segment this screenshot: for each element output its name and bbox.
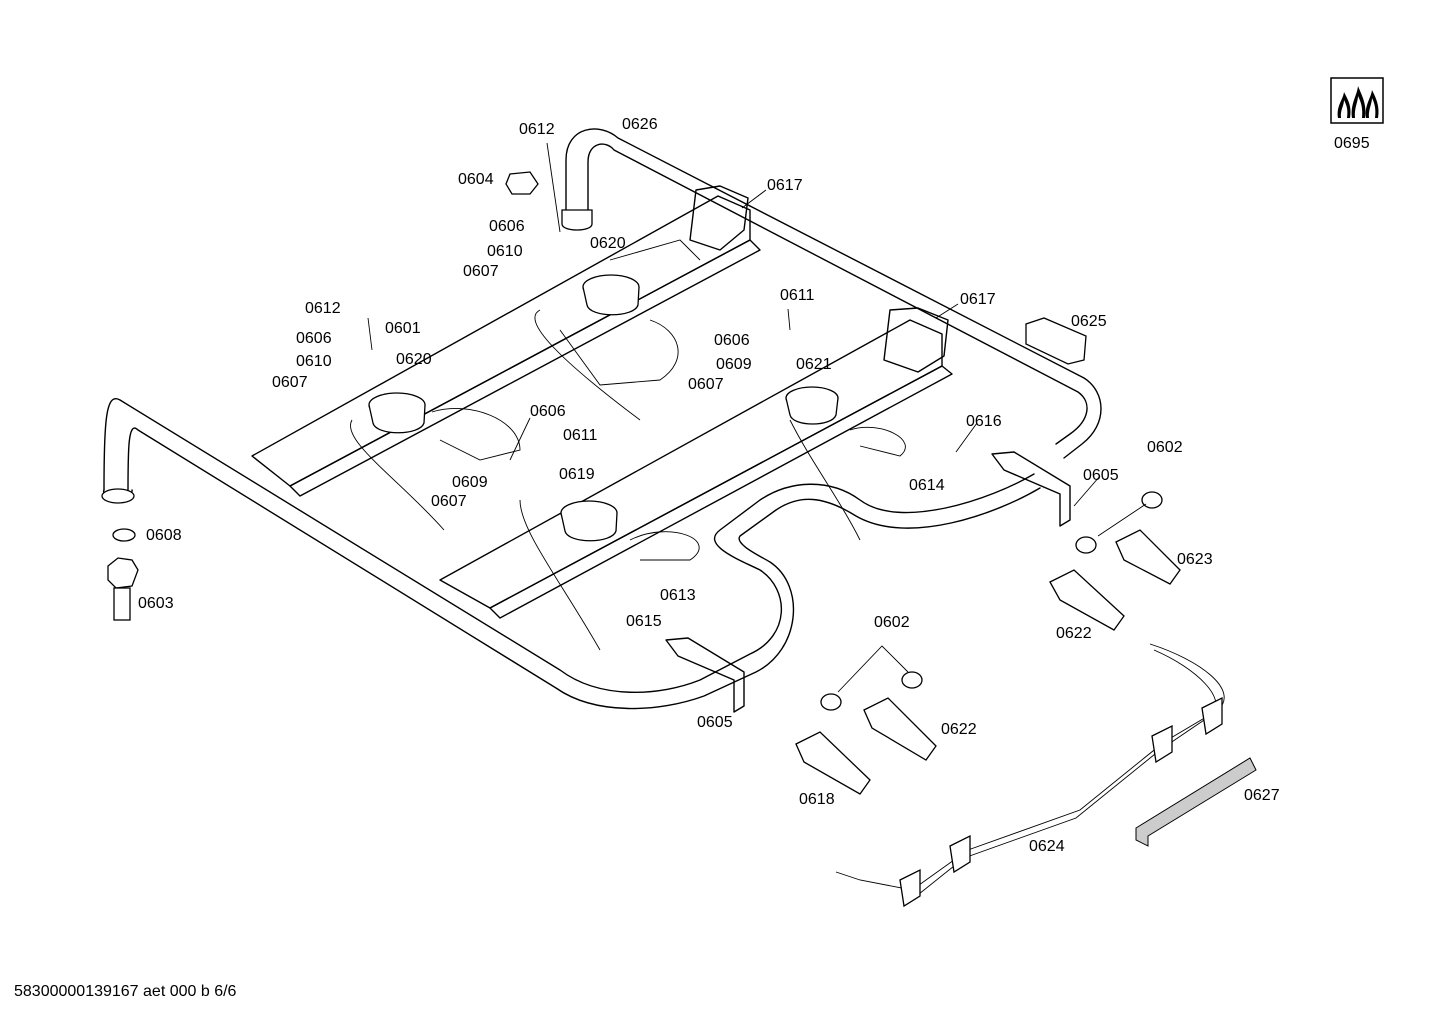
part-label-0611: 0611: [563, 427, 598, 444]
part-label-0605: 0605: [1083, 467, 1119, 484]
gas-manifold-pipe: [101, 128, 1102, 710]
part-label-0622: 0622: [1056, 625, 1092, 642]
part-label-0617: 0617: [960, 291, 996, 308]
part-label-0610: 0610: [296, 353, 332, 370]
inlet-parts: [107, 171, 539, 621]
part-label-0607: 0607: [272, 374, 308, 391]
part-label-0620: 0620: [396, 351, 432, 368]
part-label-0606: 0606: [296, 330, 332, 347]
document-footer-id: 58300000139167 aet 000 b 6/6: [14, 983, 237, 1000]
burner-rails: [251, 185, 953, 619]
part-label-0602: 0602: [1147, 439, 1183, 456]
part-label-0608: 0608: [146, 527, 182, 544]
ignition-cable: [835, 643, 1225, 908]
part-label-0614: 0614: [909, 477, 945, 494]
part-label-0622: 0622: [941, 721, 977, 738]
part-label-0620: 0620: [590, 235, 626, 252]
ignition-module: [1025, 317, 1087, 365]
part-label-0604: 0604: [458, 171, 494, 188]
mounting-brackets: [665, 451, 1071, 713]
part-label-0603: 0603: [138, 595, 174, 612]
part-label-0615: 0615: [626, 613, 662, 630]
part-label-0612: 0612: [519, 121, 555, 138]
part-label-0607: 0607: [688, 376, 724, 393]
thermocouple-wires: [350, 239, 906, 651]
part-label-0609: 0609: [452, 474, 488, 491]
seal-strip: [1135, 757, 1257, 847]
part-label-0602: 0602: [874, 614, 910, 631]
part-label-0623: 0623: [1177, 551, 1213, 568]
part-label-0624: 0624: [1029, 838, 1065, 855]
part-label-0613: 0613: [660, 587, 696, 604]
part-label-0619: 0619: [559, 466, 595, 483]
part-label-0627: 0627: [1244, 787, 1280, 804]
part-label-0607: 0607: [431, 493, 467, 510]
part-label-0607: 0607: [463, 263, 499, 280]
part-label-0612: 0612: [305, 300, 341, 317]
part-label-0611: 0611: [780, 287, 815, 304]
burner-cups: [368, 274, 839, 542]
gas-valves: [795, 491, 1181, 795]
part-label-0606: 0606: [489, 218, 525, 235]
part-label-0606: 0606: [714, 332, 750, 349]
part-label-0618: 0618: [799, 791, 835, 808]
part-label-0621: 0621: [796, 356, 832, 373]
part-label-0616: 0616: [966, 413, 1002, 430]
part-label-0610: 0610: [487, 243, 523, 260]
part-label-0601: 0601: [385, 320, 421, 337]
leader-lines: [367, 142, 1101, 507]
part-label-0609: 0609: [716, 356, 752, 373]
gas-flame-icon: [1330, 77, 1384, 124]
part-label-0605: 0605: [697, 714, 733, 731]
part-label-0626: 0626: [622, 116, 658, 133]
part-label-0625: 0625: [1071, 313, 1107, 330]
part-label-0617: 0617: [767, 177, 803, 194]
part-label-0695: 0695: [1334, 135, 1370, 152]
part-label-0606: 0606: [530, 403, 566, 420]
